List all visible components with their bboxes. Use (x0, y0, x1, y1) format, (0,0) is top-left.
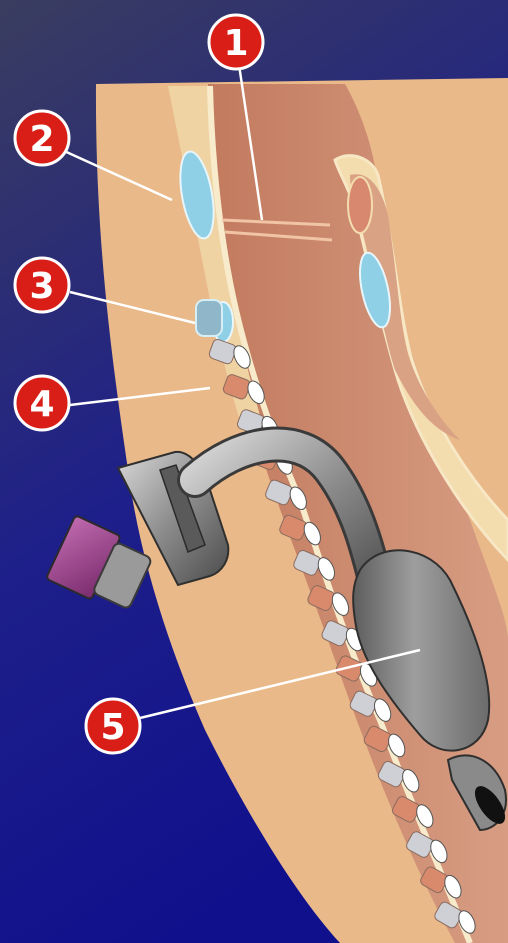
callout-5-label: 5 (100, 707, 125, 748)
callout-4-label: 4 (29, 384, 54, 425)
callout-5: 5 (86, 699, 140, 753)
posterior-cartilage-upper (348, 177, 372, 233)
callout-2-label: 2 (29, 119, 54, 160)
callout-3: 3 (15, 258, 69, 312)
callout-3-label: 3 (29, 266, 54, 307)
callout-2: 2 (15, 111, 69, 165)
callout-1: 1 (209, 15, 263, 69)
thyroid-gland (196, 300, 222, 336)
callout-4: 4 (15, 376, 69, 430)
callout-1-label: 1 (223, 23, 248, 64)
